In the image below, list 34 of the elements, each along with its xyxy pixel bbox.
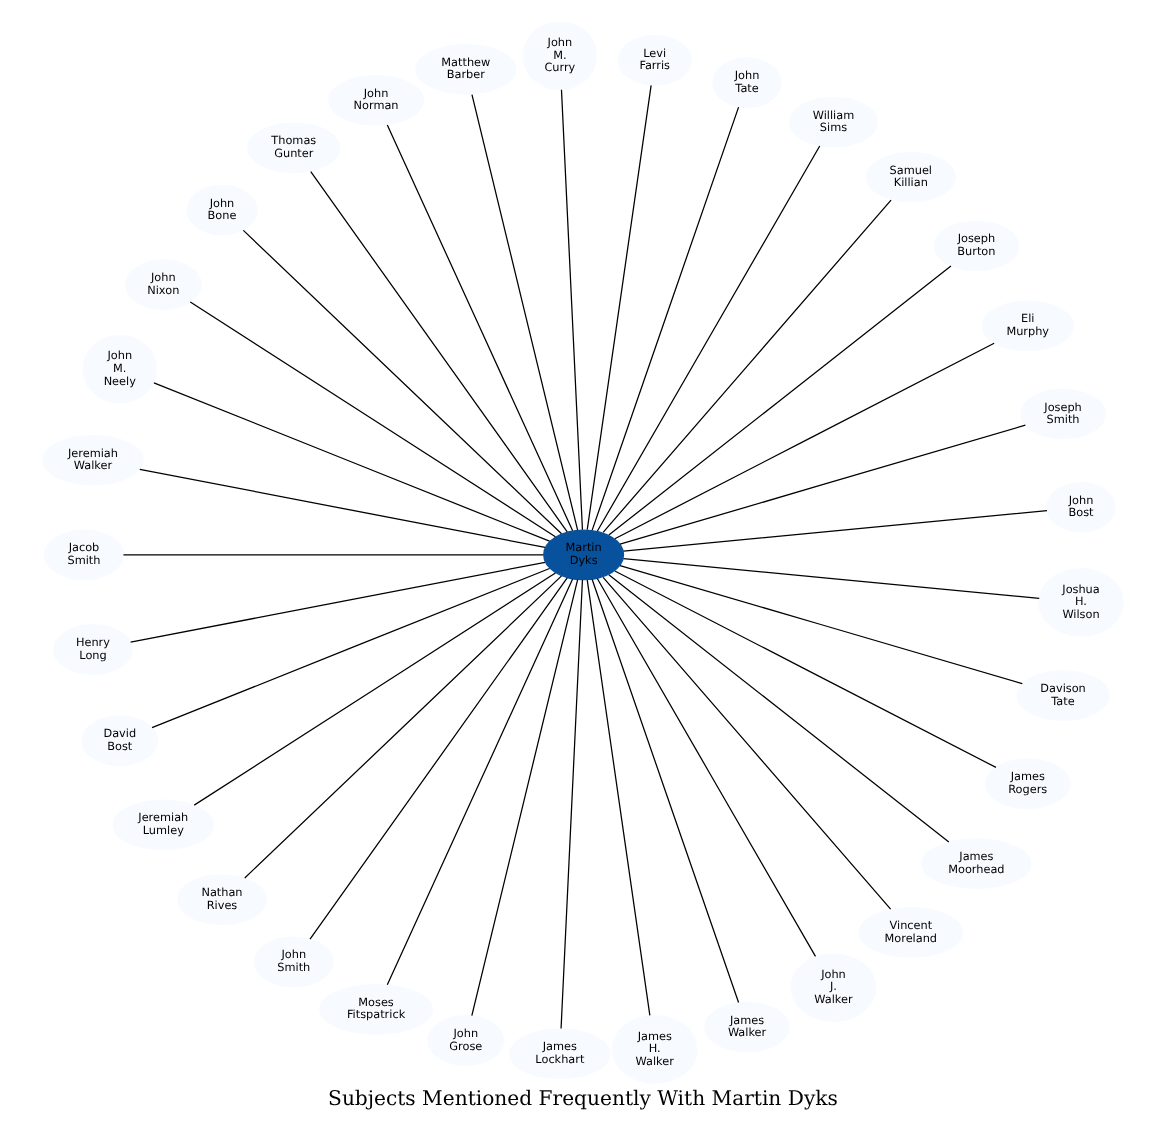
- connector: [590, 578, 739, 1004]
- connector: [385, 124, 573, 532]
- connector: [188, 301, 556, 538]
- connector: [601, 576, 891, 910]
- connector: [129, 561, 545, 643]
- connector: [470, 93, 578, 531]
- connector: [121, 554, 543, 556]
- connector: [585, 84, 651, 531]
- connector: [607, 574, 949, 843]
- connector: [618, 424, 1025, 545]
- connector: [613, 342, 994, 540]
- connector: [621, 558, 1039, 599]
- connector: [595, 145, 820, 532]
- connector: [595, 578, 816, 958]
- connector: [590, 106, 739, 531]
- connector: [613, 570, 996, 769]
- connector: [470, 578, 578, 1017]
- connector: [585, 579, 650, 1017]
- connector: [559, 579, 583, 1030]
- connector: [607, 265, 951, 536]
- diagram-title: Subjects Mentioned Frequently With Martin Dyks: [327, 1088, 837, 1111]
- connector: [150, 567, 550, 729]
- connector: [138, 468, 545, 549]
- connector: [621, 510, 1047, 552]
- connector: [308, 577, 567, 940]
- connector: [241, 229, 562, 535]
- connector: [309, 171, 567, 533]
- connector: [559, 89, 583, 531]
- connector: [601, 199, 891, 533]
- connector: [243, 575, 562, 879]
- connector: [152, 382, 550, 542]
- connector: [618, 564, 1022, 685]
- connector: [192, 572, 556, 806]
- connector: [385, 578, 573, 986]
